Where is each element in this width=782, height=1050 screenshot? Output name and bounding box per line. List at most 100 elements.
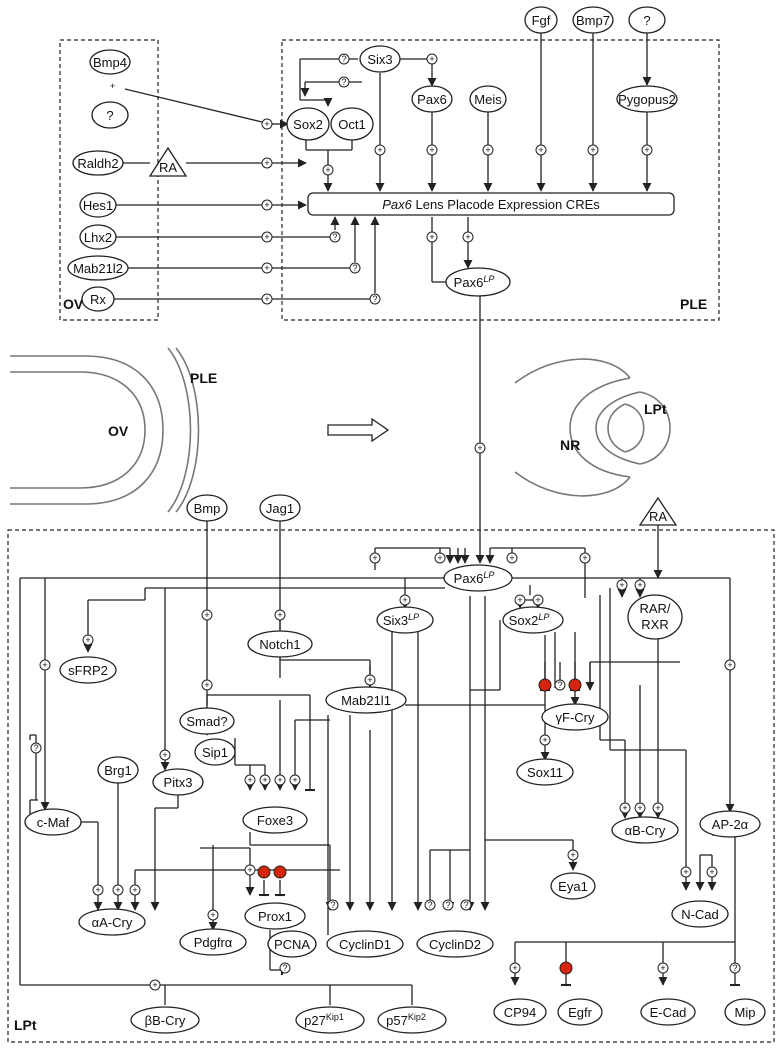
node-cp94 bbox=[493, 998, 547, 1026]
activation-plus-glyph: + bbox=[264, 158, 269, 168]
node-smad bbox=[179, 707, 235, 735]
activation-plus-glyph: + bbox=[247, 775, 252, 785]
node-prox1 bbox=[244, 902, 306, 930]
node-pdgfra bbox=[179, 928, 247, 956]
activation-plus-glyph: + bbox=[95, 885, 100, 895]
svg-text:Sox11: Sox11 bbox=[527, 765, 563, 780]
svg-text:αA-Cry: αA-Cry bbox=[92, 915, 133, 930]
node-unknown-ov bbox=[91, 101, 129, 129]
node-rar-rxr bbox=[627, 594, 683, 640]
node-ra-lpt bbox=[638, 496, 678, 526]
uncertain-question-glyph: ? bbox=[330, 900, 335, 910]
node-pax6 bbox=[411, 85, 453, 113]
node-aacry bbox=[78, 908, 146, 936]
node-sfrp2 bbox=[59, 656, 117, 684]
uncertain-question-glyph: ? bbox=[282, 963, 287, 973]
svg-text:RAR/: RAR/ bbox=[639, 601, 670, 616]
lpt-question-markers: ???????? bbox=[30, 679, 741, 974]
ov-region-box bbox=[59, 39, 159, 321]
lpt-nr-schematic: LPt NR bbox=[514, 358, 671, 497]
activation-plus-glyph: + bbox=[292, 775, 297, 785]
svg-text:N-Cad: N-Cad bbox=[681, 907, 719, 922]
node-bbcry bbox=[130, 1006, 200, 1034]
activation-plus-glyph: + bbox=[683, 867, 688, 877]
node-bmp bbox=[186, 494, 228, 522]
top-plus-markers: +++++++++++++++++ bbox=[261, 53, 653, 454]
svg-text:Eya1: Eya1 bbox=[558, 879, 588, 894]
node-meis bbox=[469, 85, 507, 113]
activation-plus-glyph: + bbox=[512, 963, 517, 973]
node-cyclind1 bbox=[326, 930, 404, 958]
activation-plus-glyph: + bbox=[517, 595, 522, 605]
node-six3 bbox=[359, 45, 401, 73]
node-six3lp bbox=[376, 606, 434, 634]
lpt-region-box bbox=[7, 529, 775, 1043]
node-raldh2 bbox=[72, 150, 124, 176]
activation-plus-glyph: + bbox=[402, 595, 407, 605]
node-oct1 bbox=[330, 107, 374, 141]
node-ra-top bbox=[148, 146, 188, 177]
svg-text:Bmp: Bmp bbox=[194, 501, 221, 516]
node-lhx2 bbox=[79, 224, 117, 250]
activation-plus-glyph: + bbox=[210, 910, 215, 920]
activation-plus-glyph: + bbox=[644, 145, 649, 155]
svg-text:PCNA: PCNA bbox=[274, 937, 310, 952]
svg-text:Pax6: Pax6 bbox=[417, 92, 447, 107]
activation-plus-glyph: + bbox=[437, 553, 442, 563]
activation-plus-glyph: + bbox=[325, 165, 330, 175]
svg-text:LPt: LPt bbox=[644, 401, 667, 417]
svg-text:Sox2LP: Sox2LP bbox=[509, 612, 550, 628]
node-bmp7 bbox=[572, 6, 614, 34]
svg-text:+: + bbox=[110, 81, 115, 91]
node-mab21l1 bbox=[325, 686, 407, 714]
svg-text:Six3LP: Six3LP bbox=[383, 612, 419, 628]
activation-plus-glyph: + bbox=[85, 635, 90, 645]
lpt-plus-markers: ++++++++++++++++++++++++++++++++++++ bbox=[39, 552, 736, 991]
node-sox2 bbox=[286, 107, 330, 141]
activation-plus-glyph: + bbox=[377, 145, 382, 155]
repression-markers bbox=[257, 678, 582, 975]
node-rx bbox=[81, 286, 115, 312]
svg-text:Bmp7: Bmp7 bbox=[576, 13, 610, 28]
activation-plus-glyph: + bbox=[372, 553, 377, 563]
node-p57 bbox=[377, 1006, 447, 1034]
svg-text:Bmp4: Bmp4 bbox=[93, 55, 127, 70]
node-pitx3 bbox=[152, 768, 204, 796]
svg-text:Prox1: Prox1 bbox=[258, 909, 292, 924]
svg-text:Lhx2: Lhx2 bbox=[84, 230, 112, 245]
activation-plus-glyph: + bbox=[619, 580, 624, 590]
activation-plus-glyph: + bbox=[637, 580, 642, 590]
svg-text:Meis: Meis bbox=[474, 92, 502, 107]
activation-plus-glyph: + bbox=[590, 145, 595, 155]
activation-plus-glyph: + bbox=[660, 963, 665, 973]
svg-text:E-Cad: E-Cad bbox=[650, 1005, 687, 1020]
node-jag1 bbox=[259, 494, 301, 522]
uncertain-question-glyph: ? bbox=[445, 900, 450, 910]
activation-plus-glyph: + bbox=[570, 850, 575, 860]
top-question-markers: ????? bbox=[329, 53, 381, 305]
activation-plus-glyph: + bbox=[264, 119, 269, 129]
svg-text:Pygopus2: Pygopus2 bbox=[618, 92, 676, 107]
svg-text:Mab21l1: Mab21l1 bbox=[341, 693, 391, 708]
svg-text:Fgf: Fgf bbox=[532, 13, 551, 28]
svg-text:Brg1: Brg1 bbox=[104, 763, 131, 778]
pax6-cre-box bbox=[307, 192, 675, 216]
node-pax6lp-lpt bbox=[443, 564, 513, 592]
activation-plus-glyph: + bbox=[655, 803, 660, 813]
node-foxe3 bbox=[242, 806, 308, 834]
pax6-cre-label: Pax6 Lens Placode Expression CREs bbox=[382, 197, 600, 212]
svg-text:p57Kip2: p57Kip2 bbox=[386, 1012, 426, 1028]
svg-text:Mip: Mip bbox=[735, 1005, 756, 1020]
edge-bmp4-sox2 bbox=[124, 88, 263, 123]
activation-plus-glyph: + bbox=[264, 294, 269, 304]
uncertain-question-glyph: ? bbox=[341, 54, 346, 64]
node-cmaf bbox=[24, 808, 82, 836]
uncertain-question-glyph: ? bbox=[352, 263, 357, 273]
svg-text:CyclinD1: CyclinD1 bbox=[339, 937, 391, 952]
svg-text:Oct1: Oct1 bbox=[338, 117, 365, 132]
activation-plus-glyph: + bbox=[485, 145, 490, 155]
svg-text:Foxe3: Foxe3 bbox=[257, 813, 293, 828]
uncertain-question-glyph: ? bbox=[427, 900, 432, 910]
svg-text:CyclinD2: CyclinD2 bbox=[429, 937, 481, 952]
node-brg1 bbox=[97, 756, 139, 784]
